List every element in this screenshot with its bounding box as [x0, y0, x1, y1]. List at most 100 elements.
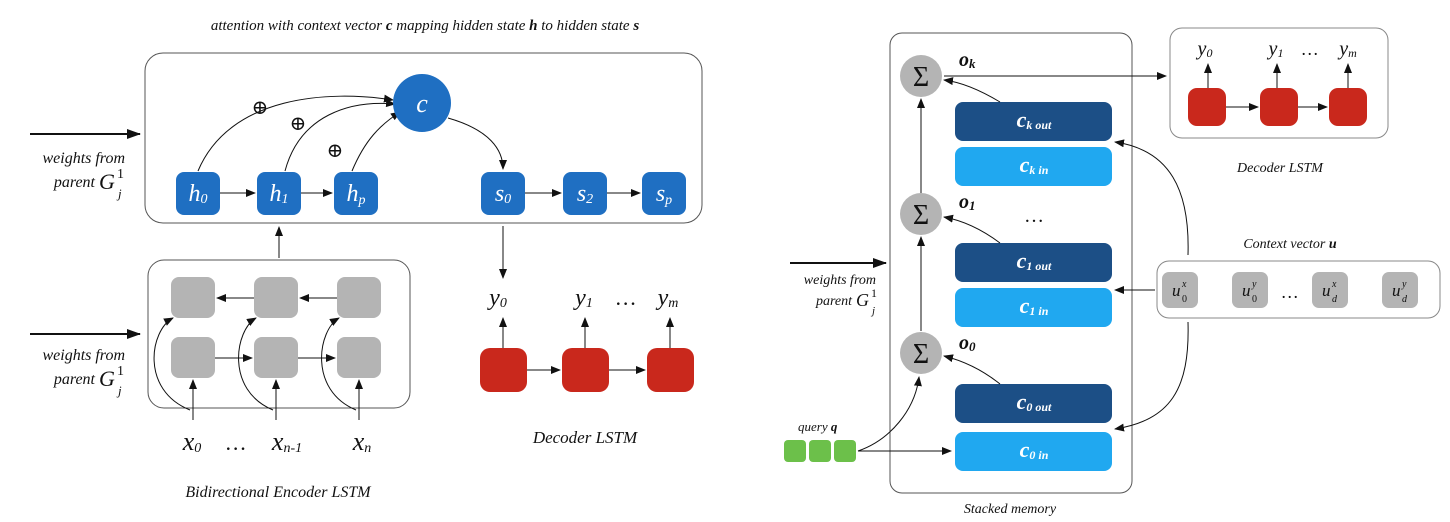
- k-out-to-sigma-arrow: [943, 77, 1001, 103]
- svg-text:j: j: [116, 383, 122, 398]
- g-symbol-top: G 1 j: [99, 167, 124, 201]
- decoder-output-m: ym: [656, 285, 679, 311]
- context-label-3: u y d: [1392, 279, 1408, 305]
- svg-text:x: x: [1181, 279, 1187, 290]
- svg-text:G: G: [99, 366, 115, 391]
- state-label-p: sp: [656, 181, 672, 208]
- input-arrow-n1-backward: [238, 317, 274, 411]
- memory-label-1-in: c1 in: [1020, 293, 1049, 318]
- attn-curve-h1: [284, 99, 396, 172]
- hidden-label-0: h0: [189, 181, 208, 207]
- memory-label-k-out: ck out: [1017, 107, 1052, 132]
- plus-symbol-0: ⊕: [252, 97, 269, 119]
- context-cell-1: [1232, 272, 1268, 308]
- context-vector-box: [1156, 260, 1441, 319]
- encoder-backward-node-0: [171, 277, 215, 318]
- sigma-node-k: [900, 55, 942, 97]
- svg-text:j: j: [870, 305, 875, 317]
- query-label: query q: [798, 419, 838, 434]
- sigma-label-1: Σ: [913, 200, 929, 231]
- input-label-n1: xn-1: [271, 427, 302, 456]
- input-arrow-n-backward: [321, 317, 357, 411]
- memory-label-1-out: c1 out: [1017, 248, 1052, 273]
- svg-text:u: u: [1322, 281, 1331, 300]
- weights-label-bottom-line1: weights from: [42, 347, 125, 364]
- state-label-0: s0: [495, 181, 511, 207]
- svg-text:u: u: [1242, 281, 1251, 300]
- sigma-label-k: Σ: [913, 62, 929, 93]
- decoder-output-0: y0: [487, 285, 507, 311]
- svg-text:x: x: [1331, 279, 1337, 290]
- context-node: [393, 74, 451, 132]
- 0-out-to-sigma-arrow: [943, 354, 1001, 385]
- context-ellipsis: …: [1282, 282, 1298, 302]
- query-node-1: [809, 440, 831, 462]
- hidden-node-1: [257, 172, 301, 215]
- attention-box: [144, 52, 703, 224]
- encoder-forward-node-2: [337, 337, 381, 378]
- decoder-r-output-ellipsis: …: [1302, 39, 1318, 59]
- svg-text:d: d: [1402, 294, 1408, 305]
- memory-cell-k-in: [955, 147, 1112, 186]
- decoder-node-0: [480, 348, 527, 392]
- weights-label-right-line2: parent: [815, 294, 853, 309]
- memory-label-0-out: c0 out: [1017, 389, 1052, 414]
- encoder-forward-node-1: [254, 337, 298, 378]
- memory-cell-k-out: [955, 102, 1112, 141]
- output-o-k: ok: [959, 49, 976, 71]
- 1-out-to-sigma-arrow: [943, 214, 1001, 244]
- decoder-r-node-m: [1329, 88, 1367, 126]
- decoder-node-m: [647, 348, 694, 392]
- plus-symbol-2: ⊕: [327, 140, 344, 162]
- state-node-0: [481, 172, 525, 215]
- svg-text:u: u: [1392, 281, 1401, 300]
- memory-cell-1-out: [955, 243, 1112, 282]
- context-caption: Context vector u: [1243, 237, 1337, 252]
- svg-text:G: G: [856, 290, 869, 310]
- hidden-node-p: [334, 172, 378, 215]
- svg-text:0: 0: [1252, 294, 1257, 305]
- input-label-n: xn: [352, 427, 372, 456]
- weights-label-bottom-line2: parent: [53, 371, 96, 388]
- svg-text:1: 1: [117, 167, 124, 182]
- decoder-r-output-1: y1: [1267, 38, 1284, 60]
- query-to-sigma-arrow: [857, 376, 922, 452]
- g-symbol-bottom: G 1 j: [99, 364, 124, 398]
- decoder-caption-right: Decoder LSTM: [1236, 161, 1324, 176]
- decoder-node-1: [562, 348, 609, 392]
- memory-label-k-in: ck in: [1020, 152, 1049, 177]
- memory-ellipsis: …: [1024, 205, 1044, 227]
- encoder-box: [147, 259, 411, 409]
- decoder-r-node-0: [1188, 88, 1226, 126]
- sigma-node-0: [900, 332, 942, 374]
- svg-text:1: 1: [117, 364, 124, 379]
- attn-curve-hp: [351, 111, 401, 172]
- query-node-2: [834, 440, 856, 462]
- encoder-backward-node-2: [337, 277, 381, 318]
- svg-text:1: 1: [871, 286, 877, 300]
- sigma-label-0: Σ: [913, 339, 929, 370]
- input-ellipsis: …: [226, 430, 246, 455]
- svg-text:y: y: [1401, 279, 1407, 290]
- memory-cell-1-in: [955, 288, 1112, 327]
- state-node-2: [563, 172, 607, 215]
- decoder-r-node-1: [1260, 88, 1298, 126]
- decoder-caption-left: Decoder LSTM: [532, 428, 638, 447]
- input-arrow-0-backward: [153, 317, 191, 411]
- context-label: c: [416, 89, 428, 118]
- memory-label-0-in: c0 in: [1020, 437, 1049, 462]
- g-symbol-right: G 1 j: [856, 286, 877, 317]
- context-cell-2: [1312, 272, 1348, 308]
- hidden-node-0: [176, 172, 220, 215]
- encoder-backward-node-1: [254, 277, 298, 318]
- context-cell-3: [1382, 272, 1418, 308]
- stacked-memory-box: [889, 32, 1133, 494]
- attention-title: attention with context vector c mapping …: [211, 18, 639, 34]
- output-o-1: o1: [959, 191, 976, 213]
- encoder-caption: Bidirectional Encoder LSTM: [185, 484, 372, 501]
- svg-text:d: d: [1332, 294, 1338, 305]
- memory-cell-0-in: [955, 432, 1112, 471]
- decoder-box-right: [1169, 27, 1389, 139]
- hidden-label-p: hp: [347, 181, 366, 208]
